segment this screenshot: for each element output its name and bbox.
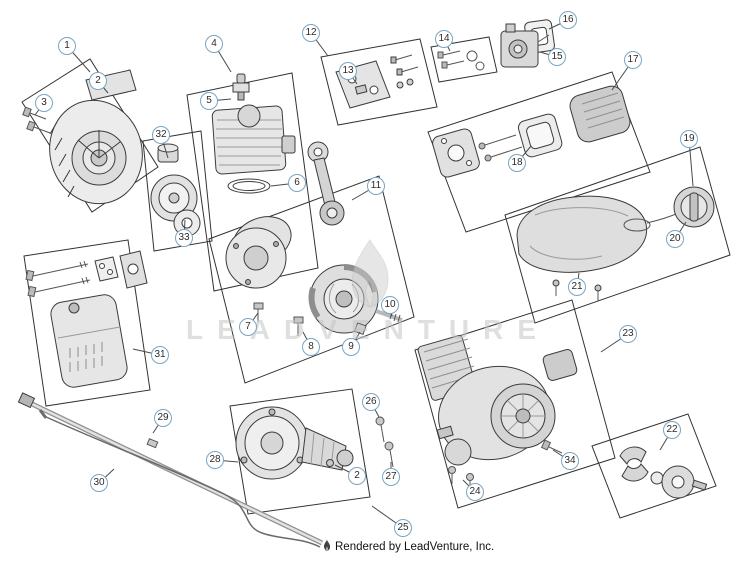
footer: Rendered by LeadVenture, Inc.: [322, 540, 494, 553]
callout-3[interactable]: 3: [35, 94, 53, 112]
callout-8[interactable]: 8: [302, 338, 320, 356]
group-box-air-filter: [427, 71, 651, 233]
part-clutch-drum-assembly: [150, 143, 201, 237]
callout-13[interactable]: 13: [339, 62, 357, 80]
part-connecting-rod: [307, 141, 345, 226]
part-engine-screws: [448, 439, 563, 491]
part-starter-housing: [49, 69, 143, 205]
part-throttle-cable: [38, 409, 321, 548]
group-box-clutch-housing: [229, 388, 371, 515]
group-box-hardware: [430, 36, 498, 83]
callout-15[interactable]: 15: [548, 48, 566, 66]
part-housing-bolts: [375, 416, 394, 468]
group-box-bracket: [320, 38, 438, 126]
callout-34[interactable]: 34: [561, 452, 579, 470]
callout-14[interactable]: 14: [435, 30, 453, 48]
part-airbox-screws: [478, 134, 523, 162]
part-carburetor: [500, 23, 550, 68]
callout-25[interactable]: 25: [394, 519, 412, 537]
callout-28[interactable]: 28: [206, 451, 224, 469]
callout-7[interactable]: 7: [239, 318, 257, 336]
footer-text: Rendered by LeadVenture, Inc.: [335, 540, 495, 553]
part-cylinder: [211, 104, 296, 175]
callout-29[interactable]: 29: [154, 409, 172, 427]
group-box-clutch-drum: [142, 130, 213, 252]
callout-17[interactable]: 17: [624, 51, 642, 69]
callout-23[interactable]: 23: [619, 325, 637, 343]
group-box-engine-cover: [504, 146, 731, 324]
part-muffler-bracket: [119, 250, 148, 289]
part-engine-assembly: [417, 335, 578, 466]
part-spark-plug: [232, 73, 250, 101]
group-box-muffler: [23, 239, 151, 407]
group-box-cylinder: [186, 72, 319, 292]
callout-27[interactable]: 27: [382, 468, 400, 486]
callout-18[interactable]: 18: [508, 154, 526, 172]
callout-21[interactable]: 21: [568, 278, 586, 296]
part-cylinder-gasket: [227, 178, 271, 194]
callout-6[interactable]: 6: [288, 174, 306, 192]
part-air-filter-cover: [569, 85, 631, 143]
callout-2[interactable]: 2: [89, 72, 107, 90]
callout-19[interactable]: 19: [680, 130, 698, 148]
callout-26[interactable]: 26: [362, 393, 380, 411]
part-air-filter-element: [517, 113, 563, 158]
callout-1[interactable]: 1: [58, 37, 76, 55]
callout-5[interactable]: 5: [200, 92, 218, 110]
group-box-crankcase: [208, 175, 415, 384]
callout-31[interactable]: 31: [151, 346, 169, 364]
part-muffler-bolts: [25, 260, 91, 298]
callout-4[interactable]: 4: [205, 35, 223, 53]
part-engine-cover: [516, 195, 648, 301]
callout-16[interactable]: 16: [559, 11, 577, 29]
callout-30[interactable]: 30: [90, 474, 108, 492]
callout-22[interactable]: 22: [663, 421, 681, 439]
part-housing-screws: [22, 106, 51, 134]
part-clutch-assembly: [619, 446, 708, 499]
group-box-engine: [414, 299, 616, 509]
group-box-clutch: [591, 413, 717, 519]
leadventure-logo-icon: [323, 540, 331, 551]
callout-20[interactable]: 20: [666, 230, 684, 248]
callout-11[interactable]: 11: [367, 177, 385, 195]
callout-12[interactable]: 12: [302, 24, 320, 42]
callout-32[interactable]: 32: [152, 126, 170, 144]
part-clutch-housing: [235, 406, 354, 480]
callout-24[interactable]: 24: [466, 483, 484, 501]
callout-9[interactable]: 9: [342, 338, 360, 356]
watermark-flame-icon: [351, 239, 389, 308]
part-crankcase: [225, 216, 292, 289]
part-muffler: [50, 294, 128, 388]
callout-10[interactable]: 10: [381, 296, 399, 314]
part-mounting-screws: [437, 50, 485, 71]
part-fuel-cap: [623, 186, 715, 232]
callout-2[interactable]: 2: [348, 467, 366, 485]
part-crankcase-bolts: [253, 302, 304, 336]
part-muffler-gasket: [94, 256, 119, 282]
callout-33[interactable]: 33: [175, 229, 193, 247]
part-airbox-backplate: [432, 128, 480, 178]
part-crankshaft-end: [353, 309, 403, 336]
